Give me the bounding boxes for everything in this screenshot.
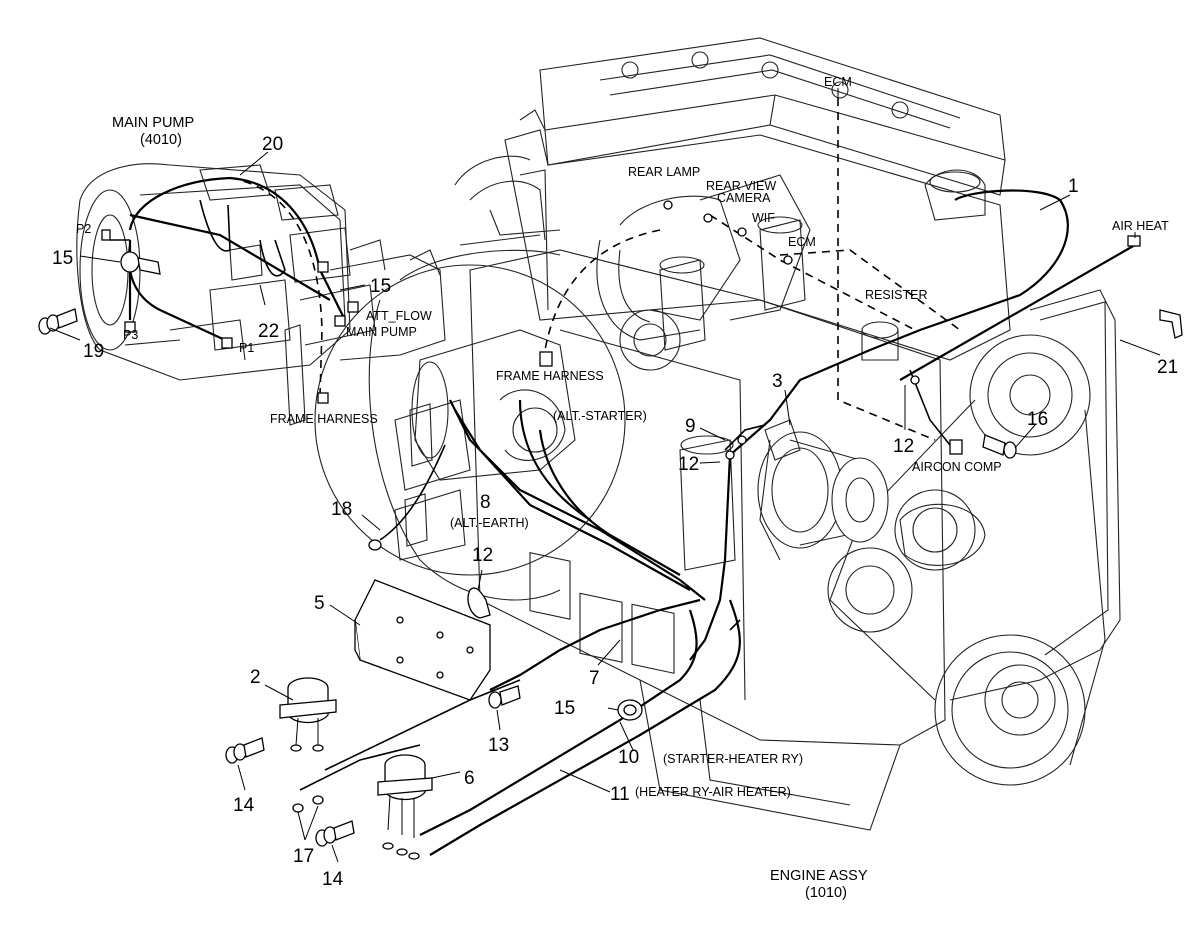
callout-15-a: 15 xyxy=(52,248,73,269)
callout-5: 5 xyxy=(314,593,325,614)
harness-wires xyxy=(110,176,1136,856)
att-flow-label: ATT_FLOW xyxy=(366,309,432,323)
callout-2: 2 xyxy=(250,667,261,688)
relay-2 xyxy=(279,677,337,752)
wif-label: WIF xyxy=(752,211,775,225)
callout-15-b: 15 xyxy=(370,276,391,297)
bolt-16 xyxy=(982,434,1017,459)
callout-9: 9 xyxy=(685,416,696,437)
starter-heater-label: (STARTER-HEATER RY) xyxy=(663,752,803,766)
callout-6: 6 xyxy=(464,768,475,789)
leader-lines xyxy=(49,88,1161,863)
callout-12-a: 12 xyxy=(678,454,699,475)
relay-6 xyxy=(377,754,433,860)
frame-harness-label-2: FRAME HARNESS xyxy=(270,412,378,426)
alt-earth-label: (ALT.-EARTH) xyxy=(450,516,529,530)
callout-14-a: 14 xyxy=(233,795,255,816)
engine-assy-code: (1010) xyxy=(805,885,847,901)
callout-12-c: 12 xyxy=(472,545,493,566)
callout-1: 1 xyxy=(1068,176,1079,197)
callout-11: 11 xyxy=(610,784,630,805)
callout-14-b: 14 xyxy=(322,869,344,890)
engine-outline xyxy=(314,37,1121,831)
dashed-routes xyxy=(229,98,961,441)
parts xyxy=(38,200,1183,860)
callout-15-c: 15 xyxy=(554,698,575,719)
main-pump-code: (4010) xyxy=(140,132,182,148)
air-heat-label: AIR HEAT xyxy=(1112,219,1169,233)
engine-assy-label: ENGINE ASSY xyxy=(770,868,868,884)
callout-10: 10 xyxy=(618,747,639,768)
callout-numbers: 1 2 3 5 6 7 8 9 10 11 12 12 12 13 14 14 … xyxy=(52,134,1178,890)
callout-17: 17 xyxy=(293,846,314,867)
callout-16: 16 xyxy=(1027,409,1048,430)
callout-7: 7 xyxy=(589,668,600,689)
p3-label: P3 xyxy=(123,328,138,342)
bolt-13 xyxy=(488,685,521,709)
text-labels: MAIN PUMP (4010) ENGINE ASSY (1010) ECM … xyxy=(76,75,1169,901)
callout-20: 20 xyxy=(262,134,283,155)
heater-air-label: (HEATER RY-AIR HEATER) xyxy=(635,785,791,799)
bolt-19 xyxy=(38,308,78,335)
main-pump-label: MAIN PUMP xyxy=(112,115,194,131)
camera-label: CAMERA xyxy=(717,191,771,205)
aircon-comp-label: AIRCON COMP xyxy=(912,460,1002,474)
bolt-14a xyxy=(225,737,265,764)
callout-18: 18 xyxy=(331,499,352,520)
callout-8: 8 xyxy=(480,492,491,513)
callout-21: 21 xyxy=(1157,357,1178,378)
rear-view-label: REAR VIEW xyxy=(706,179,776,193)
callout-12-b: 12 xyxy=(893,436,914,457)
p2-label: P2 xyxy=(76,222,91,236)
ecm-top-label: ECM xyxy=(824,75,852,89)
callout-22: 22 xyxy=(258,321,279,342)
ecm-mid-label: ECM xyxy=(788,235,816,249)
alt-starter-label: (ALT.-STARTER) xyxy=(553,409,647,423)
callout-19: 19 xyxy=(83,341,104,362)
main-pump xyxy=(76,163,446,426)
p1-label: P1 xyxy=(239,341,254,355)
callout-3: 3 xyxy=(772,371,783,392)
rear-lamp-label: REAR LAMP xyxy=(628,165,700,179)
frame-harness-label-1: FRAME HARNESS xyxy=(496,369,604,383)
resister-label: RESISTER xyxy=(865,288,928,302)
main-pump-sensor-label: MAIN PUMP xyxy=(346,325,417,339)
callout-13: 13 xyxy=(488,735,509,756)
bolt-14b xyxy=(315,820,355,847)
